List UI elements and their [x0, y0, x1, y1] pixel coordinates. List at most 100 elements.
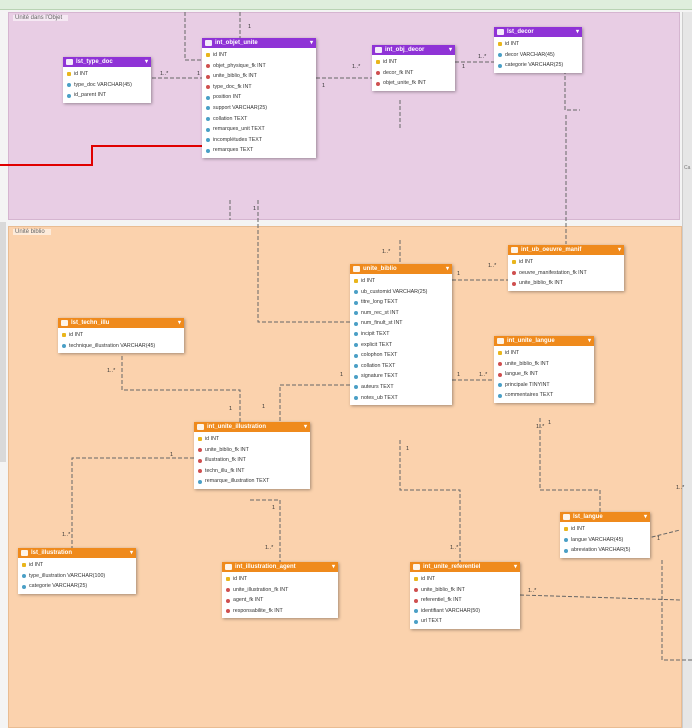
column-row: id_parent INT: [66, 90, 148, 101]
column-row: decor VARCHAR(45): [497, 50, 579, 61]
table-header[interactable]: int_unite_illustration▾: [194, 422, 310, 432]
cardinality-label: 1..*: [488, 263, 497, 269]
table-columns: id INT unite_biblio_fk INT referentiel_f…: [410, 572, 520, 629]
column-row: id INT: [353, 276, 449, 287]
chevron-down-icon[interactable]: ▾: [445, 266, 449, 272]
table-columns: id INT unite_biblio_fk INT illustration_…: [194, 432, 310, 489]
cardinality-label: 1..*: [536, 424, 545, 430]
column-row: techn_illu_fk INT: [197, 466, 307, 477]
column-row: responsabilite_fk INT: [225, 606, 335, 617]
table-int-unite-langue[interactable]: int_unite_langue▾ id INT unite_biblio_fk…: [494, 336, 594, 403]
chevron-down-icon[interactable]: ▾: [144, 59, 148, 65]
table-header[interactable]: int_illustration_agent ▾: [222, 562, 338, 572]
region-unite-biblio[interactable]: Unité biblio: [8, 226, 682, 728]
column-row: notes_ub TEXT: [353, 393, 449, 404]
table-title: lst_langue: [573, 514, 603, 520]
table-int-obj-decor[interactable]: int_obj_decor▾ id INT decor_fk INT objet…: [372, 45, 455, 91]
column-row: categorie VARCHAR(25): [21, 581, 133, 592]
column-row: id INT: [205, 50, 313, 61]
table-int-unite-illustration[interactable]: int_unite_illustration▾ id INT unite_bib…: [194, 422, 310, 489]
column-row: id INT: [511, 257, 621, 268]
column-row: commentaires TEXT: [497, 390, 591, 401]
chevron-down-icon[interactable]: ▾: [309, 40, 313, 46]
column-row: id INT: [197, 434, 307, 445]
table-header[interactable]: unite_biblio ▾: [350, 264, 452, 274]
table-lst-decor[interactable]: lst_decor ▾ id INT decor VARCHAR(45) cate…: [494, 27, 582, 73]
column-row: incipit TEXT: [353, 329, 449, 340]
column-row: ub_customid VARCHAR(25): [353, 287, 449, 298]
chevron-down-icon[interactable]: ▾: [303, 424, 307, 430]
chevron-down-icon[interactable]: ▾: [331, 564, 335, 570]
chevron-down-icon[interactable]: ▾: [448, 47, 452, 53]
table-title: unite_biblio: [363, 266, 397, 272]
column-row: remarques_unit TEXT: [205, 124, 313, 135]
table-int-unite-referentiel[interactable]: int_unite_referentiel▾ id INT unite_bibl…: [410, 562, 520, 629]
table-icon: [413, 564, 420, 570]
table-lst-langue[interactable]: lst_langue▾ id INT langue VARCHAR(45) ab…: [560, 512, 650, 558]
cardinality-label: 1: [548, 420, 552, 426]
column-row: id INT: [375, 57, 452, 68]
chevron-down-icon[interactable]: ▾: [575, 29, 579, 35]
chevron-down-icon[interactable]: ▾: [177, 320, 181, 326]
column-row: oeuvre_manifestation_fk INT: [511, 268, 621, 279]
column-row: auteurs TEXT: [353, 382, 449, 393]
table-header[interactable]: lst_techn_illu▾: [58, 318, 184, 328]
column-row: categorie VARCHAR(25): [497, 60, 579, 71]
column-row: signature TEXT: [353, 371, 449, 382]
table-icon: [61, 320, 68, 326]
top-strip: [0, 0, 692, 10]
region-label-objet: Unité dans l'Objet: [13, 15, 69, 21]
column-row: collation TEXT: [353, 361, 449, 372]
table-unite-biblio[interactable]: unite_biblio ▾ id INT ub_customid VARCHAR…: [350, 264, 452, 406]
table-header[interactable]: int_objet_unite▾: [202, 38, 316, 48]
cardinality-label: 1: [322, 83, 326, 89]
chevron-down-icon[interactable]: ▾: [129, 550, 133, 556]
table-header[interactable]: int_unite_langue▾: [494, 336, 594, 346]
cardinality-label: 1..*: [676, 485, 685, 491]
cardinality-label: 1..*: [160, 71, 169, 77]
table-header[interactable]: lst_langue ▾: [560, 512, 650, 522]
column-row: unite_biblio_fk INT: [197, 445, 307, 456]
table-lst-illustration[interactable]: lst_illustration▾ id INT type_illustrati…: [18, 548, 136, 594]
cardinality-label: 1: [262, 404, 266, 410]
table-title: int_illustration_agent: [235, 564, 296, 570]
table-header[interactable]: int_unite_referentiel▾: [410, 562, 520, 572]
chevron-down-icon[interactable]: ▾: [643, 514, 647, 520]
column-row: identifiant VARCHAR(50): [413, 606, 517, 617]
cardinality-label: 1: [462, 64, 466, 70]
cardinality-label: 1: [406, 446, 410, 452]
cardinality-label: 1..*: [265, 545, 274, 551]
table-title: lst_illustration: [31, 550, 73, 556]
table-header[interactable]: int_obj_decor▾: [372, 45, 455, 55]
table-int-objet-unite[interactable]: int_objet_unite▾ id INT objet_physique_f…: [202, 38, 316, 158]
table-icon: [497, 29, 504, 35]
table-columns: id INT decor VARCHAR(45) categorie VARCH…: [494, 37, 582, 73]
column-row: technique_illustration VARCHAR(45): [61, 341, 181, 352]
table-lst-type-doc[interactable]: lst_type_doc▾ id INT type_doc VARCHAR(45…: [63, 57, 151, 103]
table-icon: [205, 40, 212, 46]
table-header[interactable]: int_ub_oeuvre_manif ▾: [508, 245, 624, 255]
table-header[interactable]: lst_illustration ▾: [18, 548, 136, 558]
table-header[interactable]: lst_type_doc▾: [63, 57, 151, 67]
table-int-illustration-agent[interactable]: int_illustration_agent▾ id INT unite_ill…: [222, 562, 338, 619]
table-header[interactable]: lst_decor ▾: [494, 27, 582, 37]
cardinality-label: 1..*: [478, 54, 487, 60]
chevron-down-icon[interactable]: ▾: [587, 338, 591, 344]
table-title: lst_decor: [507, 29, 534, 35]
table-columns: id INT unite_biblio_fk INT langue_fk INT…: [494, 346, 594, 403]
table-lst-techn-illu[interactable]: lst_techn_illu▾ id INT technique_illustr…: [58, 318, 184, 354]
table-title: int_ub_oeuvre_manif: [521, 247, 582, 253]
table-columns: id INT objet_physique_fk INT unite_bibli…: [202, 48, 316, 158]
column-row: position INT: [205, 92, 313, 103]
column-row: principale TINYINT: [497, 380, 591, 391]
table-int-ub-oeuvre-manif[interactable]: int_ub_oeuvre_manif ▾ id INT oeuvre_manif…: [508, 245, 624, 291]
table-icon: [66, 59, 73, 65]
chevron-down-icon[interactable]: ▾: [513, 564, 517, 570]
column-row: remarque_illustration TEXT: [197, 476, 307, 487]
column-row: colophon TEXT: [353, 350, 449, 361]
table-columns: id INT technique_illustration VARCHAR(45…: [58, 328, 184, 353]
chevron-down-icon[interactable]: ▾: [617, 247, 621, 253]
column-row: num_finult_st INT: [353, 318, 449, 329]
table-icon: [21, 550, 28, 556]
